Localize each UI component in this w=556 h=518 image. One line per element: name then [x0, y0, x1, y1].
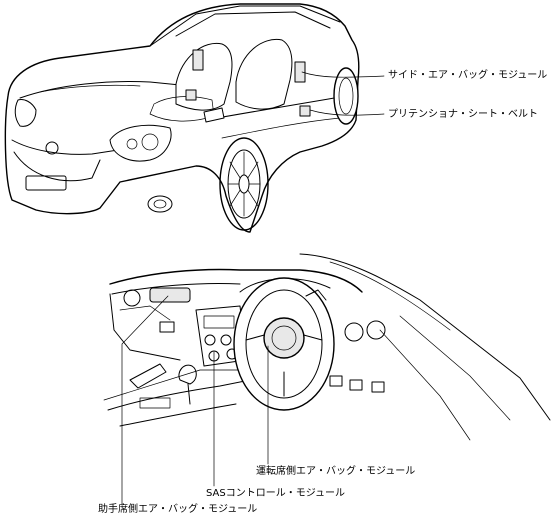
- leader-lines-bottom: [121, 295, 269, 505]
- label-driver-airbag: 運転席側エア・バッグ・モジュール: [256, 466, 416, 477]
- car-illustration: [4, 3, 360, 233]
- label-passenger-airbag: 助手席側エア・バッグ・モジュール: [98, 504, 258, 515]
- label-pretensioner-seatbelt: プリテンショナ・シート・ベルト: [388, 109, 538, 120]
- label-side-airbag: サイド・エア・バッグ・モジュール: [388, 70, 548, 81]
- label-sas-control-module: SASコントロール・モジュール: [206, 488, 346, 499]
- dashboard-illustration: [103, 253, 551, 441]
- leader-lines-top: [301, 71, 385, 116]
